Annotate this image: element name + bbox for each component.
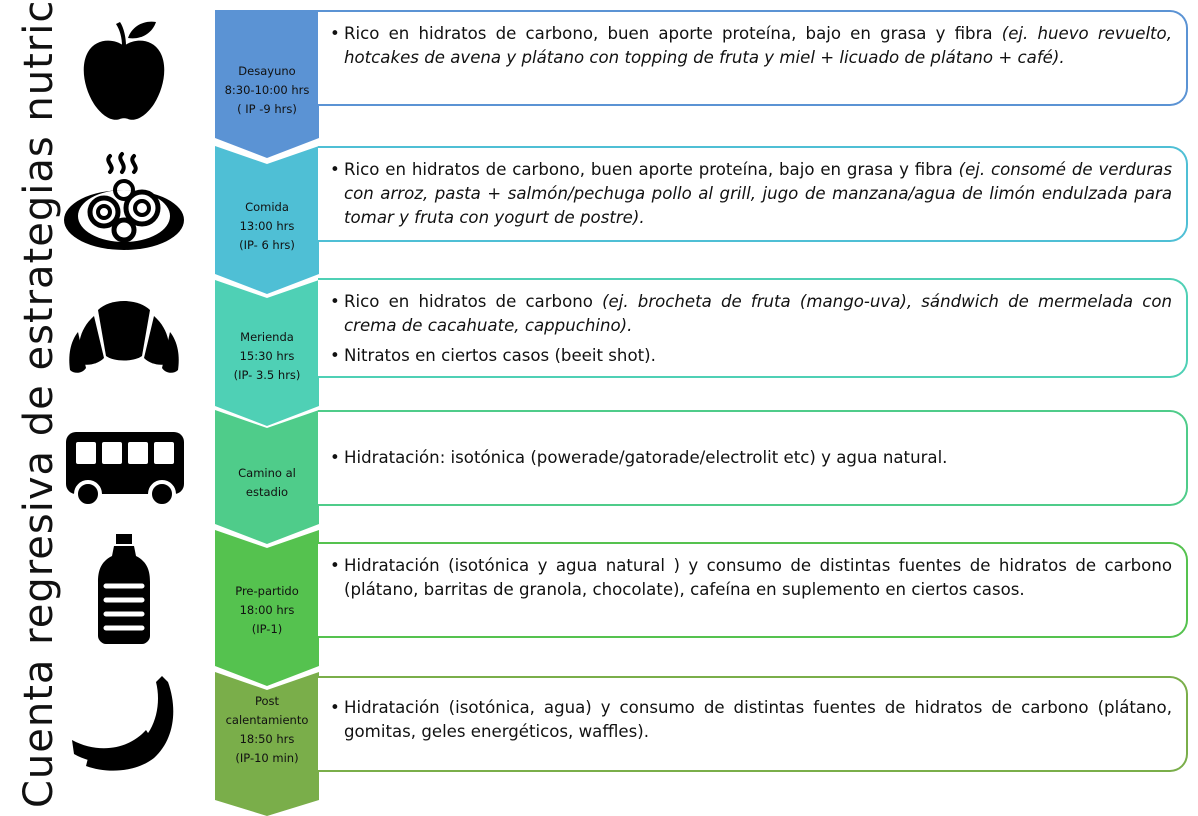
croissant-icon [58,280,190,392]
step-post-box: Hidratación (isotónica, agua) y consumo … [318,676,1188,772]
step-desayuno-box: Rico en hidratos de carbono, buen aporte… [318,10,1188,106]
apple-icon [58,16,190,128]
step-merienda-box: Rico en hidratos de carbono (ej. brochet… [318,278,1188,378]
list-item: Hidratación (isotónica, agua) y consumo … [330,696,1172,744]
list-item: Nitratos en ciertos casos (beeit shot). [330,344,1172,368]
step-camino-box: Hidratación: isotónica (powerade/gatorad… [318,410,1188,506]
list-item: Rico en hidratos de carbono, buen aporte… [330,22,1172,70]
water-bottle-icon [58,532,190,644]
pasta-plate-icon [58,150,190,262]
list-item: Rico en hidratos de carbono (ej. brochet… [330,290,1172,338]
banana-icon [58,670,190,782]
list-item: Hidratación: isotónica (powerade/gatorad… [330,446,1172,470]
list-item: Rico en hidratos de carbono, buen aporte… [330,158,1172,230]
bus-icon [58,412,190,524]
vertical-title: Cuenta regresiva de estrategias nutricio… [16,0,62,808]
list-item: Hidratación (isotónica y agua natural ) … [330,554,1172,602]
step-prepartido-box: Hidratación (isotónica y agua natural ) … [318,542,1188,638]
step-comida-box: Rico en hidratos de carbono, buen aporte… [318,146,1188,242]
